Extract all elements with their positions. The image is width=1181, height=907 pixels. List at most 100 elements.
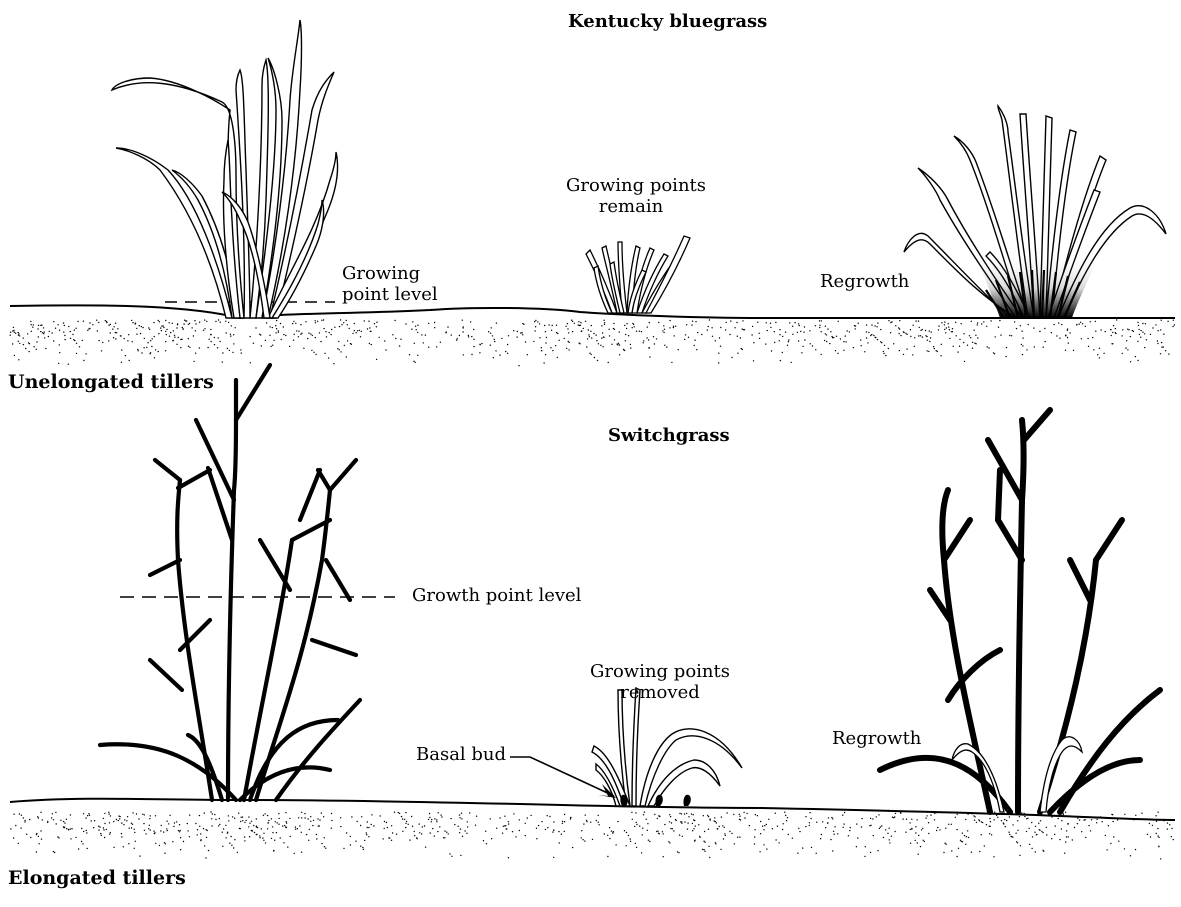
soil-dot bbox=[635, 843, 636, 844]
soil-dot bbox=[1140, 337, 1141, 338]
soil-dot bbox=[1122, 329, 1123, 330]
soil-dot bbox=[905, 832, 906, 833]
soil-dot bbox=[617, 821, 618, 822]
soil-dot bbox=[984, 845, 985, 846]
soil-dot bbox=[222, 832, 223, 833]
soil-dot bbox=[276, 832, 277, 833]
top-soil-stipple bbox=[10, 319, 1176, 366]
soil-dot bbox=[742, 320, 743, 321]
soil-dot bbox=[360, 336, 361, 337]
soil-dot bbox=[815, 349, 816, 350]
soil-dot bbox=[1095, 321, 1096, 322]
soil-dot bbox=[928, 351, 929, 352]
soil-dot bbox=[147, 342, 148, 343]
soil-dot bbox=[799, 325, 800, 326]
soil-dot bbox=[451, 334, 452, 335]
soil-dot bbox=[339, 349, 340, 350]
soil-dot bbox=[74, 329, 75, 330]
soil-dot bbox=[913, 325, 914, 326]
soil-dot bbox=[539, 323, 540, 324]
soil-dot bbox=[697, 332, 698, 333]
soil-dot bbox=[694, 345, 695, 346]
soil-dot bbox=[167, 830, 168, 831]
soil-dot bbox=[885, 829, 886, 830]
soil-dot bbox=[180, 347, 181, 348]
soil-dot bbox=[263, 815, 264, 816]
soil-dot bbox=[44, 337, 45, 338]
soil-dot bbox=[1009, 335, 1010, 336]
soil-dot bbox=[800, 331, 801, 332]
soil-dot bbox=[1091, 819, 1092, 820]
soil-dot bbox=[831, 817, 832, 818]
soil-dot bbox=[972, 348, 973, 349]
soil-dot bbox=[503, 826, 504, 827]
soil-dot bbox=[312, 335, 313, 336]
soil-dot bbox=[249, 823, 250, 824]
soil-dot bbox=[751, 334, 752, 335]
soil-dot bbox=[118, 815, 119, 816]
soil-dot bbox=[917, 842, 918, 843]
soil-dot bbox=[76, 353, 77, 354]
soil-dot bbox=[136, 328, 137, 329]
soil-dot bbox=[948, 824, 949, 825]
soil-dot bbox=[938, 329, 939, 330]
soil-dot bbox=[165, 320, 166, 321]
soil-dot bbox=[740, 337, 741, 338]
soil-dot bbox=[614, 339, 615, 340]
soil-dot bbox=[235, 327, 236, 328]
soil-dot bbox=[310, 821, 311, 822]
soil-dot bbox=[121, 833, 122, 834]
soil-dot bbox=[1059, 338, 1060, 339]
soil-dot bbox=[811, 847, 812, 848]
soil-dot bbox=[422, 826, 423, 827]
soil-dot bbox=[910, 336, 911, 337]
soil-dot bbox=[282, 825, 283, 826]
soil-dot bbox=[956, 335, 957, 336]
soil-dot bbox=[384, 828, 385, 829]
soil-dot bbox=[371, 344, 372, 345]
soil-dot bbox=[619, 354, 620, 355]
soil-dot bbox=[89, 815, 90, 816]
soil-dot bbox=[1115, 328, 1116, 329]
soil-dot bbox=[438, 812, 439, 813]
soil-dot bbox=[871, 324, 872, 325]
soil-dot bbox=[38, 325, 39, 326]
soil-dot bbox=[36, 349, 37, 350]
soil-dot bbox=[161, 326, 162, 327]
soil-dot bbox=[64, 335, 65, 336]
soil-dot bbox=[625, 340, 626, 341]
soil-dot bbox=[344, 345, 345, 346]
soil-dot bbox=[774, 342, 775, 343]
soil-dot bbox=[388, 837, 389, 838]
soil-dot bbox=[1095, 331, 1096, 332]
soil-dot bbox=[492, 335, 493, 336]
soil-dot bbox=[737, 837, 738, 838]
soil-dot bbox=[1147, 834, 1148, 835]
soil-dot bbox=[210, 329, 211, 330]
soil-dot bbox=[545, 829, 546, 830]
soil-dot bbox=[199, 815, 200, 816]
soil-dot bbox=[666, 346, 667, 347]
soil-dot bbox=[232, 816, 233, 817]
soil-dot bbox=[416, 329, 417, 330]
soil-dot bbox=[1165, 350, 1166, 351]
soil-dot bbox=[581, 837, 582, 838]
soil-dot bbox=[240, 349, 241, 350]
soil-dot bbox=[679, 834, 680, 835]
soil-dot bbox=[615, 844, 616, 845]
soil-dot bbox=[391, 840, 392, 841]
soil-dot bbox=[231, 845, 232, 846]
soil-dot bbox=[880, 329, 881, 330]
soil-dot bbox=[77, 321, 78, 322]
soil-dot bbox=[941, 344, 942, 345]
soil-dot bbox=[926, 815, 927, 816]
soil-dot bbox=[1046, 834, 1047, 835]
soil-dot bbox=[1161, 342, 1162, 343]
soil-dot bbox=[38, 336, 39, 337]
soil-dot bbox=[289, 346, 290, 347]
soil-dot bbox=[809, 812, 810, 813]
soil-dot bbox=[399, 813, 400, 814]
soil-dot bbox=[680, 821, 681, 822]
soil-dot bbox=[538, 825, 539, 826]
soil-dot bbox=[204, 328, 205, 329]
